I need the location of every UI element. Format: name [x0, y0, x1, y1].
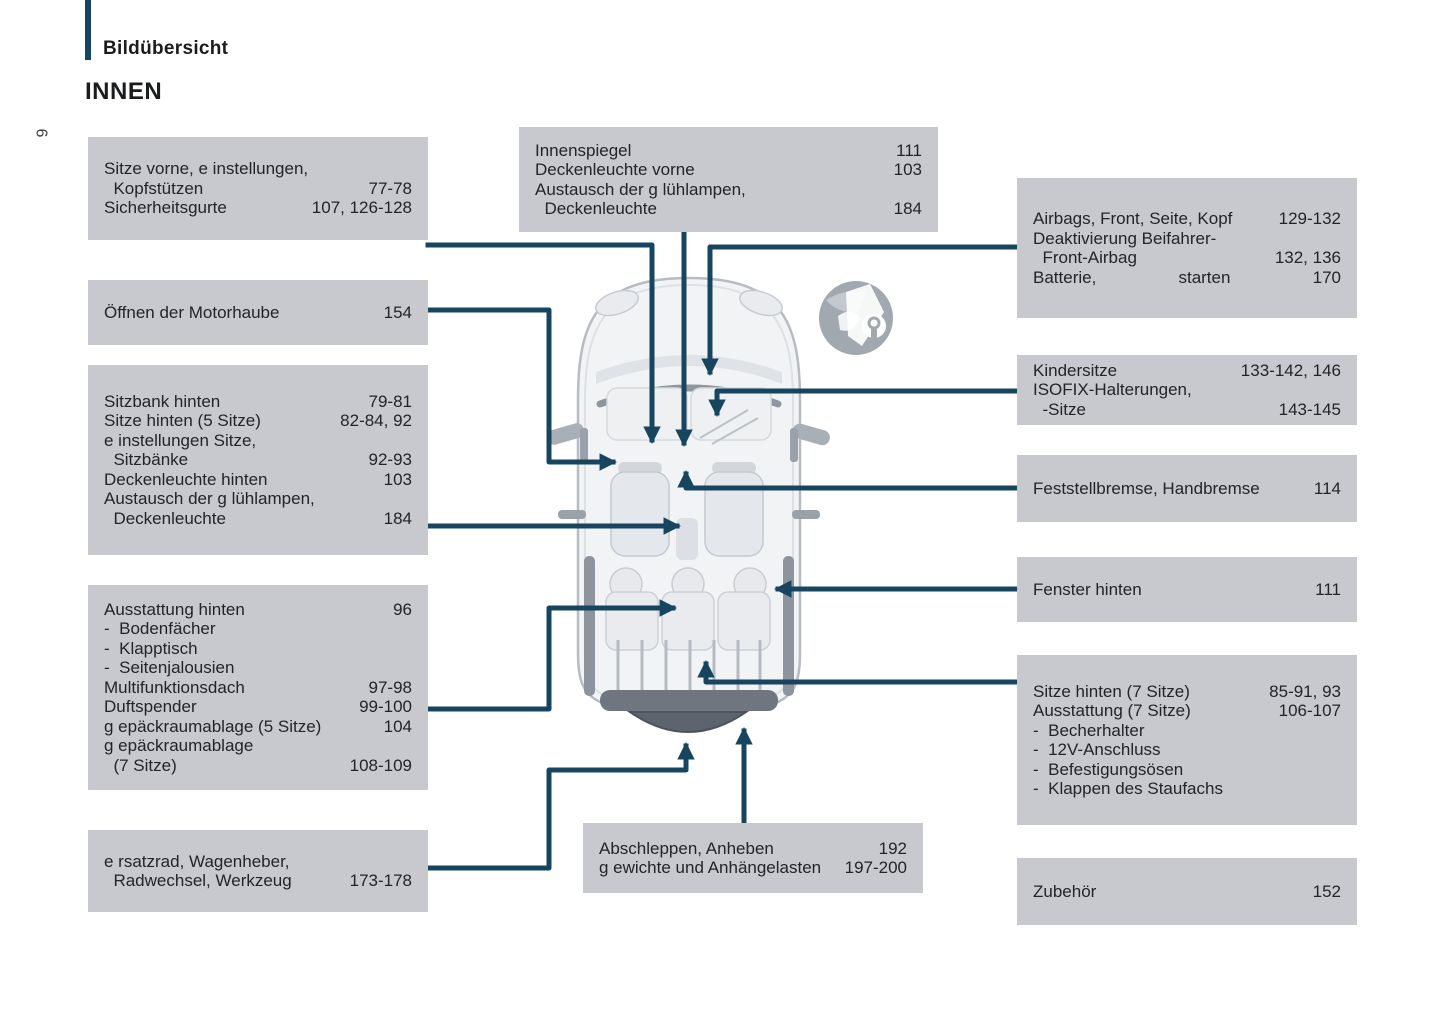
callout-line: (7 Sitze)108-109	[104, 755, 412, 775]
callout-line: e rsatzrad, Wagenheber,	[104, 851, 290, 871]
callout-line: - Klapptisch	[104, 638, 198, 658]
callout-line: Sitze hinten (5 Sitze)82-84, 92	[104, 411, 412, 431]
callout-line: Austausch der g lühlampen,	[104, 489, 315, 509]
arrow-motorhaube	[425, 307, 617, 471]
callout-line: g epäckraumablage	[104, 736, 254, 756]
section-title: INNEN	[85, 78, 163, 105]
callout-sitze-vorne: Sitze vorne, e instellungen, Kopfstützen…	[88, 137, 428, 240]
arrow-ausstattung	[425, 599, 677, 712]
callout-line: e instellungen Sitze,	[104, 430, 257, 450]
callout-line: Ausstattung (7 Sitze)106-107	[1033, 701, 1341, 720]
callout-line: Austausch der g lühlampen,	[535, 179, 746, 199]
callout-line: - Befestigungsösen	[1033, 759, 1184, 779]
callout-line: g epäckraumablage (5 Sitze)104	[104, 716, 412, 736]
arrow-sitze-vorne	[425, 242, 661, 444]
callout-line: - Becherhalter	[1033, 720, 1145, 740]
page-number: 6	[32, 128, 50, 138]
callout-line: ISOFIX-Halterungen,	[1033, 380, 1192, 400]
fuel-nozzle-and-key-icon	[819, 281, 893, 355]
heading-accent-bar	[85, 0, 91, 60]
arrow-sitze7	[697, 660, 1020, 685]
callout-sitze7: Sitze hinten (7 Sitze)85-91, 93 Ausstatt…	[1017, 655, 1357, 825]
callout-line: - Bodenfächer	[104, 619, 216, 639]
van-body	[546, 276, 830, 733]
callout-line: Sitze vorne, e instellungen,	[104, 159, 309, 179]
callout-line: - Klappen des Staufachs	[1033, 779, 1223, 798]
arrow-airbags	[701, 244, 1020, 376]
callout-line: Deaktivierung Beifahrer-	[1033, 228, 1217, 248]
callout-line: - 12V-Anschluss	[1033, 740, 1161, 759]
callout-line: Sitze hinten (7 Sitze)85-91, 93	[1033, 681, 1341, 701]
callout-line: - Seitenjalousien	[104, 658, 235, 678]
arrow-kindersitze	[708, 388, 1020, 417]
arrow-feststellbremse	[677, 470, 1020, 491]
page-title: Bildübersicht	[103, 38, 229, 59]
callout-ersatzrad: e rsatzrad, Wagenheber, Radwechsel, Werk…	[88, 830, 428, 912]
